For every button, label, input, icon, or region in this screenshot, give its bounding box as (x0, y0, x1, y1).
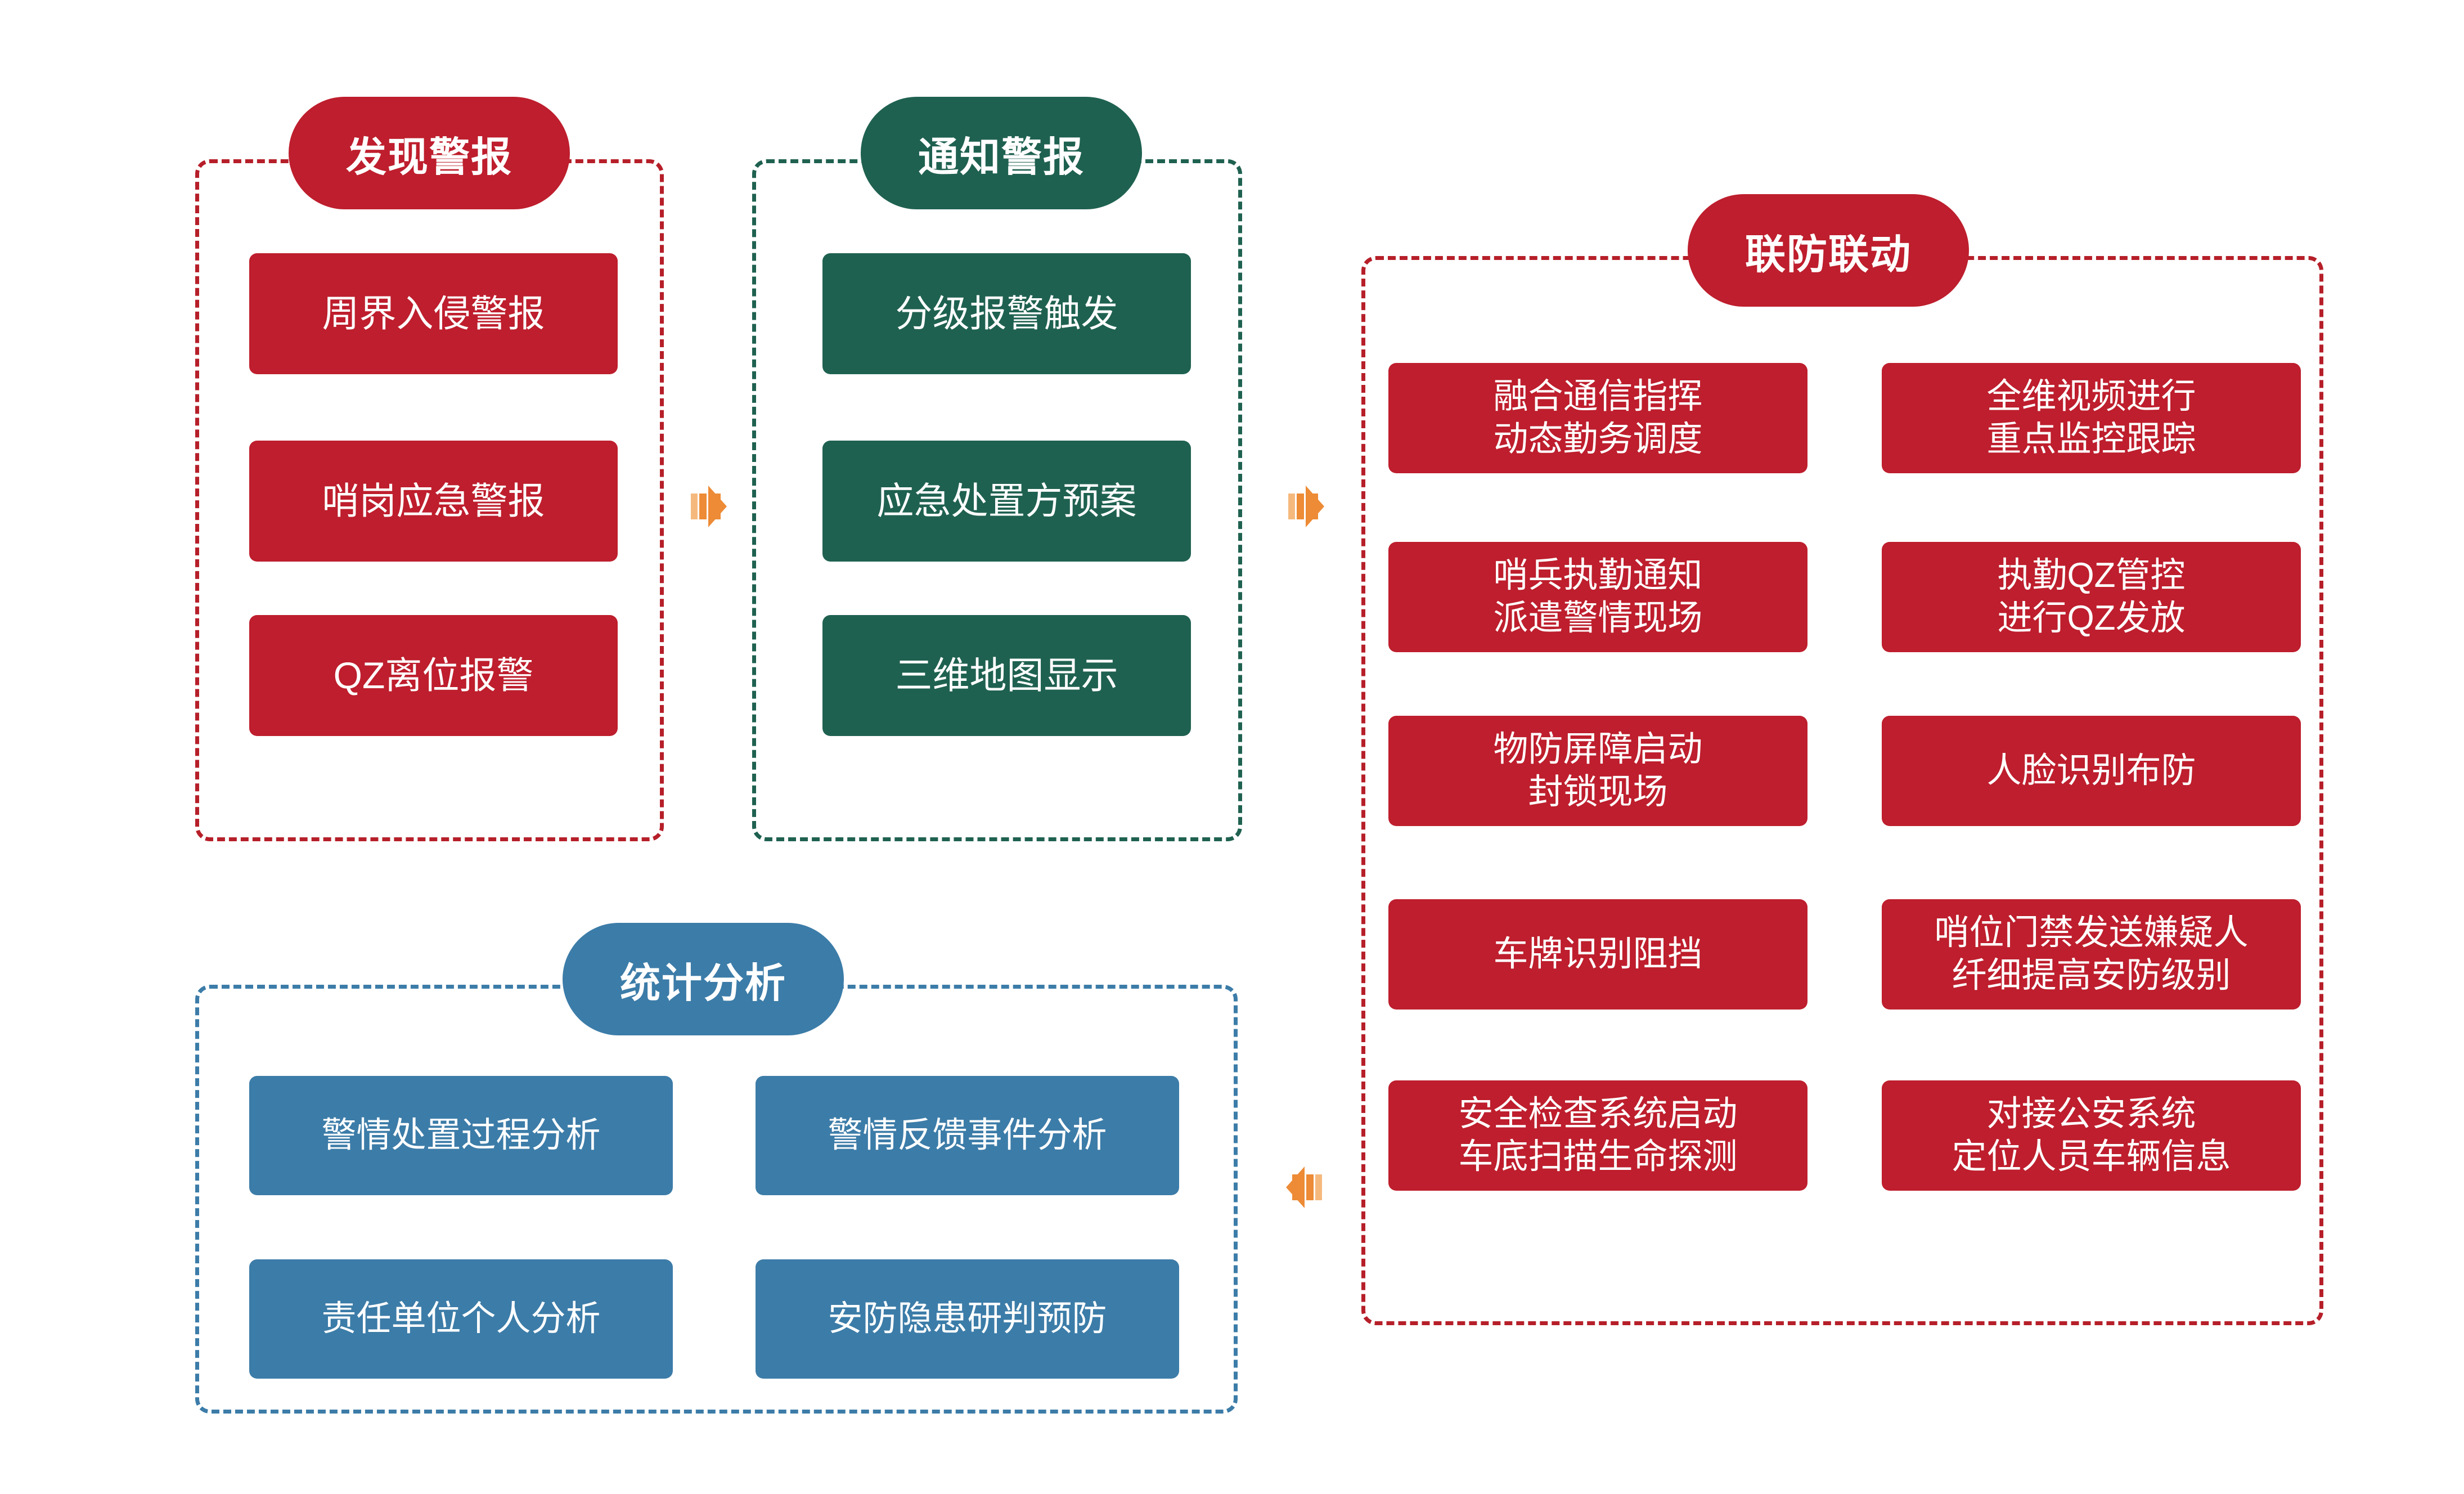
item-box-security-hazard-assessment-prevention[interactable]: 安防隐患研判预防 (756, 1259, 1179, 1379)
item-box-omnidirectional-video-tracking[interactable]: 全维视频进行 重点监控跟踪 (1882, 363, 2301, 473)
item-label: 警情反馈事件分析 (828, 1116, 1107, 1155)
item-label: 物防屏障启动 封锁现场 (1493, 730, 1703, 811)
item-label: 执勤QZ管控 进行QZ发放 (1997, 556, 2186, 638)
item-box-physical-barrier-activation[interactable]: 物防屏障启动 封锁现场 (1388, 716, 1807, 826)
item-box-3d-map-display[interactable]: 三维地图显示 (822, 615, 1191, 736)
item-label: 应急处置方预案 (876, 480, 1137, 522)
item-box-duty-qz-control-issuance[interactable]: 执勤QZ管控 进行QZ发放 (1882, 542, 2301, 652)
item-label: 警情处置过程分析 (321, 1116, 601, 1155)
item-box-perimeter-intrusion-alarm[interactable]: 周界入侵警报 (249, 253, 618, 374)
group-title-label: 统计分析 (619, 961, 786, 1006)
item-label: 责任单位个人分析 (321, 1299, 601, 1339)
item-label: QZ离位报警 (333, 654, 534, 697)
item-box-sentry-emergency-alarm[interactable]: 哨岗应急警报 (249, 441, 618, 562)
group-title-joint-defense[interactable]: 联防联动 (1688, 194, 1969, 307)
item-label: 安全检查系统启动 车底扫描生命探测 (1458, 1094, 1738, 1176)
item-label: 哨兵执勤通知 派遣警情现场 (1493, 556, 1703, 638)
group-title-label: 联防联动 (1744, 232, 1912, 277)
arrow-right-icon-discover-to-notify (691, 481, 753, 532)
item-box-emergency-response-plan[interactable]: 应急处置方预案 (822, 441, 1191, 562)
item-box-incident-handling-process-analysis[interactable]: 警情处置过程分析 (249, 1076, 673, 1195)
item-label: 分级报警触发 (895, 293, 1118, 335)
item-label: 融合通信指挥 动态勤务调度 (1493, 377, 1703, 459)
item-label: 周界入侵警报 (322, 293, 545, 335)
item-label: 全维视频进行 重点监控跟踪 (1986, 377, 2196, 459)
item-label: 车牌识别阻挡 (1493, 935, 1703, 974)
item-box-face-recognition-deployment[interactable]: 人脸识别布防 (1882, 716, 2301, 826)
group-title-notify-alarm[interactable]: 通知警报 (861, 97, 1142, 209)
item-box-graded-alarm-trigger[interactable]: 分级报警触发 (822, 253, 1191, 374)
group-title-statistical-analysis[interactable]: 统计分析 (563, 923, 844, 1035)
item-box-responsible-unit-individual-analysis[interactable]: 责任单位个人分析 (249, 1259, 673, 1379)
item-label: 对接公安系统 定位人员车辆信息 (1952, 1094, 2231, 1176)
item-label: 哨岗应急警报 (322, 480, 545, 522)
item-box-security-check-system-activation[interactable]: 安全检查系统启动 车底扫描生命探测 (1388, 1080, 1807, 1191)
item-label: 哨位门禁发送嫌疑人 纤细提高安防级别 (1934, 913, 2249, 995)
arrow-right-icon (691, 486, 727, 527)
arrow-right-icon-notify-to-joint (1288, 481, 1350, 532)
group-title-label: 发现警报 (345, 134, 512, 180)
item-box-incident-feedback-event-analysis[interactable]: 警情反馈事件分析 (756, 1076, 1179, 1195)
arrow-left-icon (1286, 1167, 1322, 1208)
group-title-discover-alarm[interactable]: 发现警报 (289, 97, 570, 209)
item-box-license-plate-recognition-block[interactable]: 车牌识别阻挡 (1388, 899, 1807, 1010)
item-box-sentry-access-suspect-alert[interactable]: 哨位门禁发送嫌疑人 纤细提高安防级别 (1882, 899, 2301, 1010)
item-label: 安防隐患研判预防 (828, 1299, 1107, 1339)
item-box-sentry-duty-notification[interactable]: 哨兵执勤通知 派遣警情现场 (1388, 542, 1807, 652)
item-label: 三维地图显示 (895, 654, 1118, 697)
item-box-qz-leave-post-alarm[interactable]: QZ离位报警 (249, 615, 618, 736)
item-box-public-security-system-integration[interactable]: 对接公安系统 定位人员车辆信息 (1882, 1080, 2301, 1191)
item-box-fusion-communication-command[interactable]: 融合通信指挥 动态勤务调度 (1388, 363, 1807, 473)
group-title-label: 通知警报 (918, 134, 1085, 180)
arrow-left-icon-joint-to-statistics (1269, 1162, 1330, 1213)
arrow-right-icon (1288, 486, 1324, 527)
item-label: 人脸识别布防 (1986, 751, 2196, 791)
